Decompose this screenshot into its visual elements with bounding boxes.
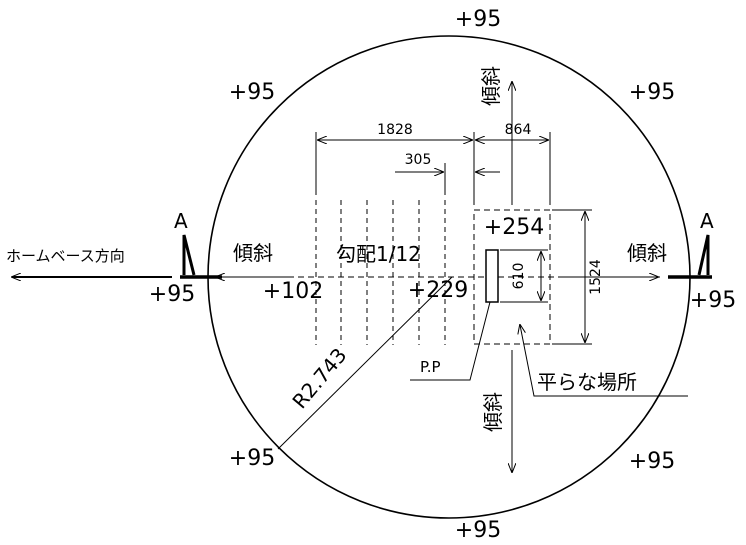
elevation-left: +95 xyxy=(149,282,195,307)
dimension-864 xyxy=(476,132,551,205)
radius-line xyxy=(277,276,453,450)
dim-305-label: 305 xyxy=(405,152,432,168)
slope-bottom-label: 傾斜 xyxy=(481,392,505,432)
elevation-mound-top: +254 xyxy=(484,215,544,240)
dimension-1524 xyxy=(552,209,592,345)
flat-area-rect xyxy=(473,209,551,345)
elevation-bottom-left: +95 xyxy=(229,446,275,471)
dimension-1828 xyxy=(315,132,475,205)
section-label-left: A xyxy=(174,209,188,233)
pitcher-plate xyxy=(485,249,499,303)
gradient-label: 勾配1/12 xyxy=(336,242,421,266)
home-direction-label: ホームベース方向 xyxy=(6,247,125,265)
dimension-305 xyxy=(395,163,500,195)
flat-area-leader xyxy=(520,325,688,397)
pitcher-plate-label: P.P xyxy=(420,358,441,376)
elevation-top-right: +95 xyxy=(629,80,675,105)
elevation-bottom: +95 xyxy=(455,518,501,543)
elevation-top-left: +95 xyxy=(229,80,275,105)
dimension-610 xyxy=(500,249,548,303)
section-label-right: A xyxy=(700,209,714,233)
gradient-zone xyxy=(315,200,446,345)
elevation-top: +95 xyxy=(455,7,501,32)
elevation-bottom-right: +95 xyxy=(629,449,675,474)
dim-864-label: 864 xyxy=(505,122,532,138)
section-marker-right xyxy=(668,234,712,279)
elevation-mound-center: +229 xyxy=(408,278,468,303)
pp-leader xyxy=(410,301,491,381)
elevation-right: +95 xyxy=(690,288,736,313)
slope-right-label: 傾斜 xyxy=(627,241,667,265)
dim-610-label: 610 xyxy=(511,263,527,290)
dim-1524-label: 1524 xyxy=(588,259,604,295)
dim-1828-label: 1828 xyxy=(377,122,413,138)
radius-label: R2.743 xyxy=(287,343,351,413)
section-marker-left xyxy=(180,234,222,279)
flat-area-label: 平らな場所 xyxy=(537,370,637,394)
slope-top-label: 傾斜 xyxy=(479,66,503,106)
slope-left-label: 傾斜 xyxy=(233,241,273,265)
elevation-mound-left: +102 xyxy=(263,279,323,304)
